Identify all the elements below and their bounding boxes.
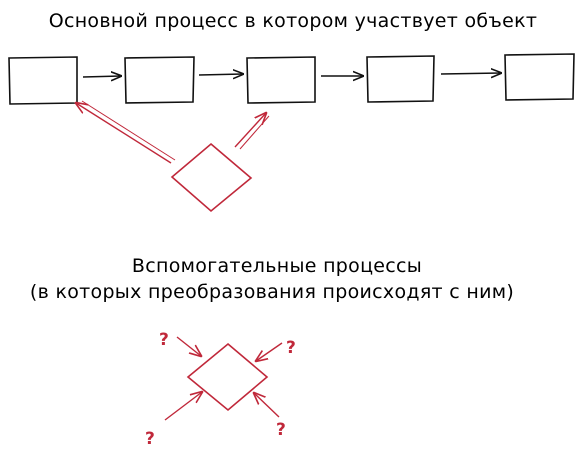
main-process-chain bbox=[8, 53, 575, 105]
arrow-diamond-to-box-1-sketch bbox=[81, 100, 176, 161]
process-box-4 bbox=[366, 55, 435, 103]
auxiliary-arrows-bottom bbox=[164, 336, 283, 421]
main-process-title: Основной процесс в котором участвует объ… bbox=[49, 10, 538, 32]
process-box-1 bbox=[8, 56, 78, 105]
main-process-arrows bbox=[82, 73, 501, 77]
question-mark-top-left: ? bbox=[159, 330, 169, 350]
question-mark-top-right: ? bbox=[286, 338, 296, 358]
aux-process-subtitle: (в которых преобразования происходят с н… bbox=[30, 281, 514, 303]
arrow-4-5 bbox=[440, 73, 501, 74]
auxiliary-process-diamond-bottom bbox=[186, 342, 269, 412]
question-marks: ? ? ? ? bbox=[145, 330, 296, 449]
process-box-5 bbox=[504, 53, 575, 101]
aux-process-title: Вспомогательные процессы bbox=[132, 255, 422, 277]
process-box-2 bbox=[124, 56, 195, 104]
arrow-1-2 bbox=[82, 76, 121, 77]
arrow-in-top-left bbox=[176, 336, 201, 356]
arrow-diamond-to-box-3-sketch bbox=[239, 115, 270, 150]
auxiliary-arrows-top bbox=[76, 100, 270, 164]
question-mark-bottom-right: ? bbox=[276, 420, 286, 440]
arrow-in-bottom-left bbox=[164, 392, 202, 421]
question-mark-bottom-left: ? bbox=[145, 429, 155, 449]
arrow-diamond-to-box-1 bbox=[76, 103, 172, 164]
arrow-in-bottom-right bbox=[254, 393, 280, 418]
arrow-2-3 bbox=[198, 74, 243, 75]
auxiliary-process-diamond-top bbox=[170, 142, 253, 213]
arrow-in-top-right bbox=[256, 342, 283, 361]
process-box-3 bbox=[246, 56, 316, 104]
arrow-diamond-to-box-3 bbox=[234, 113, 266, 148]
